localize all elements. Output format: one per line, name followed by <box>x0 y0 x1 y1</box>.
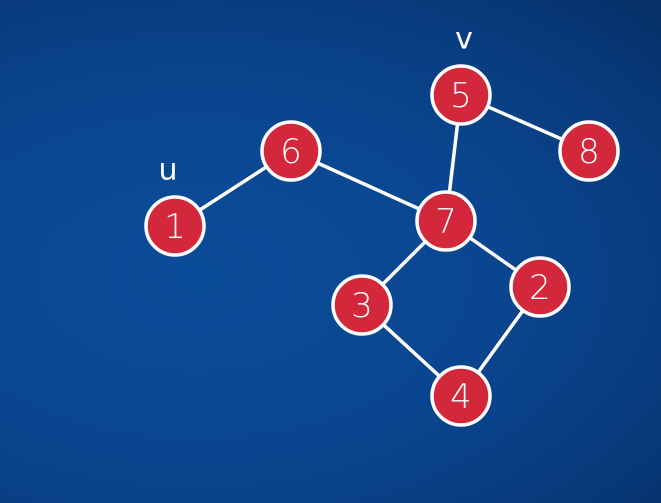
node-circle-8 <box>558 120 620 182</box>
node-circle-7 <box>415 190 477 252</box>
node-label-5: 5 <box>450 76 472 116</box>
node-circle-4 <box>430 365 492 427</box>
node-5: 5 <box>430 64 492 126</box>
edges-layer <box>173 93 591 398</box>
node-circle-1 <box>144 195 206 257</box>
node-label-6: 6 <box>280 132 302 172</box>
node-4: 4 <box>430 365 492 427</box>
node-label-8: 8 <box>578 132 600 172</box>
node-circle-5 <box>430 64 492 126</box>
node-label-4: 4 <box>450 377 472 417</box>
node-label-3: 3 <box>351 286 373 326</box>
marker-label-u: u <box>158 153 177 188</box>
nodes-layer: 1 2 3 4 5 6 7 8 <box>144 64 620 427</box>
markers-layer: uv <box>158 22 472 188</box>
node-6: 6 <box>260 120 322 182</box>
node-7: 7 <box>415 190 477 252</box>
node-circle-3 <box>331 274 393 336</box>
node-circle-6 <box>260 120 322 182</box>
node-2: 2 <box>509 256 571 318</box>
node-circle-2 <box>509 256 571 318</box>
node-label-1: 1 <box>164 207 186 247</box>
node-label-2: 2 <box>529 268 551 308</box>
node-1: 1 <box>144 195 206 257</box>
marker-label-v: v <box>455 22 473 57</box>
node-8: 8 <box>558 120 620 182</box>
node-label-7: 7 <box>435 202 457 242</box>
node-3: 3 <box>331 274 393 336</box>
